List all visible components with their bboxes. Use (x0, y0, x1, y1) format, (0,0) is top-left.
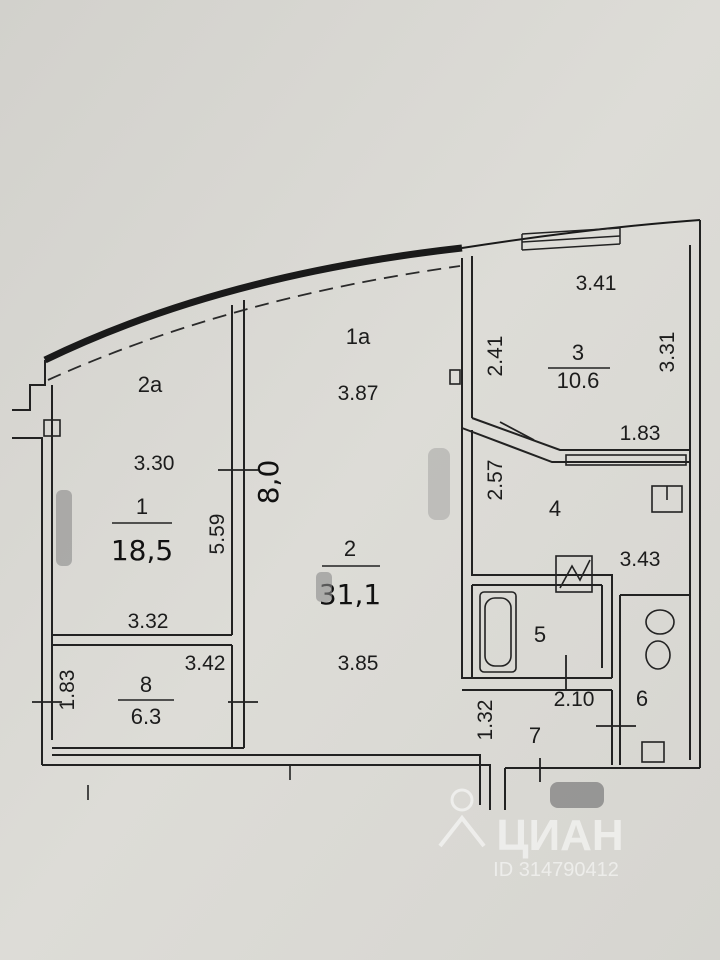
facade-curve (461, 219, 701, 249)
boiler-icon (555, 555, 593, 593)
watermark-id: ID 314790412 (493, 859, 619, 881)
location-pin-icon (450, 788, 474, 812)
dim-room8-height: 1.83 (56, 670, 79, 711)
balcony-outer-wall (43, 244, 463, 364)
redacted-mark-room4 (428, 448, 450, 520)
room-4-label: 4 (549, 496, 561, 521)
dim-room1-bottom: 3.32 (128, 610, 169, 633)
dim-room1a-width: 3.87 (338, 382, 379, 405)
radiator-icon (565, 454, 687, 466)
redacted-mark-room2 (316, 572, 332, 602)
room-2a-label: 2a (138, 372, 163, 397)
room-1-label: 1 (136, 494, 148, 519)
room-5-label: 5 (534, 622, 546, 647)
dim-room2-bottom: 3.85 (338, 652, 379, 675)
dim-room7-width: 2.10 (554, 688, 595, 711)
dim-room3-bottom: 1.83 (620, 422, 661, 445)
toilet-icon (645, 609, 675, 635)
dim-room3-left: 2.41 (484, 336, 507, 377)
room-6-label: 6 (636, 686, 648, 711)
dim-room3-top: 3.41 (576, 272, 617, 295)
shaft-icon (641, 741, 665, 763)
dim-room3-right: 3.31 (656, 332, 679, 373)
dim-room1-height: 5.59 (206, 514, 229, 555)
fixtures (43, 369, 687, 800)
interior-walls (52, 256, 690, 765)
dim-room4-width: 3.43 (620, 548, 661, 571)
room-1a-label: 1a (346, 324, 371, 349)
redacted-mark-bottom (550, 782, 604, 808)
room-1-area: 18,5 (111, 534, 173, 567)
dim-room8-width: 3.42 (185, 652, 226, 675)
dim-room2a-width: 3.30 (134, 452, 175, 475)
watermark-brand: ЦИАН (496, 811, 623, 860)
watermark: ЦИАН ID 314790412 (438, 788, 624, 881)
room-2-label: 2 (344, 536, 356, 561)
room-3-area: 10.6 (557, 368, 600, 393)
redacted-mark-left (56, 490, 72, 566)
outer-walls (12, 220, 701, 810)
dim-room2-handwritten: 8,0 (252, 460, 285, 505)
room-7-label: 7 (529, 723, 541, 748)
window-room3 (521, 227, 621, 251)
room-3-label: 3 (572, 340, 584, 365)
dim-room7-height: 1.32 (474, 700, 497, 741)
dim-room4-height: 2.57 (484, 460, 507, 501)
door-marks (32, 421, 636, 782)
room-8-label: 8 (140, 672, 152, 697)
bathtub-icon (479, 591, 517, 673)
room-8-area: 6.3 (131, 704, 162, 729)
balcony-dashed-line (47, 265, 461, 381)
sink-icon (645, 640, 671, 670)
